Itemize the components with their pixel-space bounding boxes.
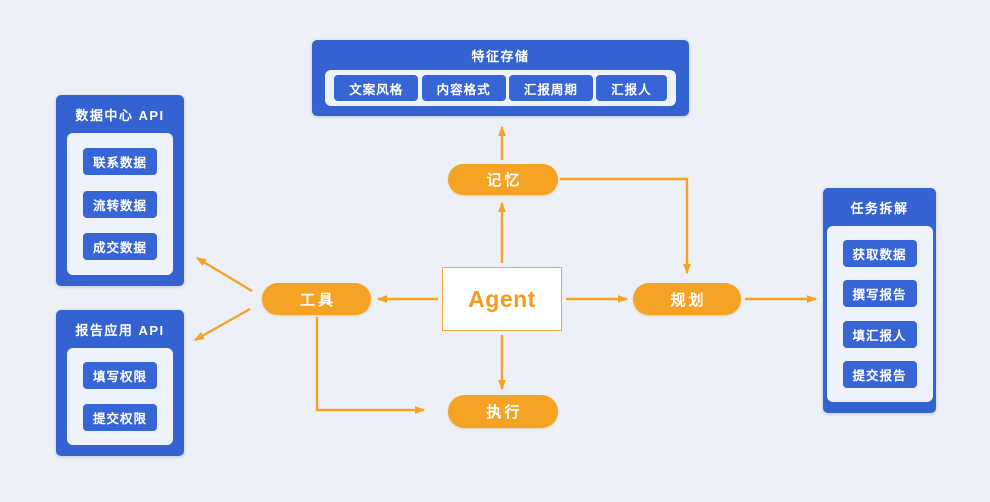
feature-chip-report-cycle: 汇报周期 [508,75,593,101]
task-breakdown-panel: 获取数据 撰写报告 填汇报人 提交报告 [826,226,933,402]
feature-chip-copy-style: 文案风格 [334,75,419,101]
task-chip-fill-reporter: 填汇报人 [842,320,917,348]
planning-node: 规划 [633,283,741,315]
feature-store-title: 特征存储 [471,48,530,64]
report-chip-submit-permission: 提交权限 [83,403,157,431]
arrow-tools-to-execution [315,317,426,414]
tools-node: 工具 [262,283,371,315]
task-chip-get-data: 获取数据 [842,239,917,267]
report-app-api-title: 报告应用 API [75,322,165,338]
feature-store-box: 特征存储 文案风格 内容格式 汇报周期 汇报人 [312,40,689,116]
task-breakdown-title: 任务拆解 [850,200,909,216]
data-chip-contact: 联系数据 [83,148,157,176]
arrow-tools-to-data-center [195,256,253,293]
agent-node: Agent [442,267,562,331]
task-chip-submit-report: 提交报告 [842,361,917,389]
arrow-tools-to-report-app [193,307,251,342]
feature-chip-reporter: 汇报人 [596,75,667,101]
report-chip-fill-permission: 填写权限 [83,362,157,390]
feature-store-panel: 文案风格 内容格式 汇报周期 汇报人 [325,70,676,106]
memory-node: 记忆 [448,164,558,195]
data-center-api-box: 数据中心 API 联系数据 流转数据 成交数据 [56,95,184,286]
report-app-panel: 填写权限 提交权限 [67,348,173,445]
feature-chip-content-format: 内容格式 [421,75,506,101]
task-chip-write-report: 撰写报告 [842,280,917,308]
data-chip-flow: 流转数据 [83,190,157,218]
task-breakdown-box: 任务拆解 获取数据 撰写报告 填汇报人 提交报告 [823,188,936,413]
report-app-api-box: 报告应用 API 填写权限 提交权限 [56,310,184,456]
data-center-panel: 联系数据 流转数据 成交数据 [67,133,173,275]
data-center-api-title: 数据中心 API [75,107,165,123]
data-chip-deal: 成交数据 [83,232,157,260]
execution-node: 执行 [448,395,558,428]
arrow-memory-to-planning [560,177,691,275]
